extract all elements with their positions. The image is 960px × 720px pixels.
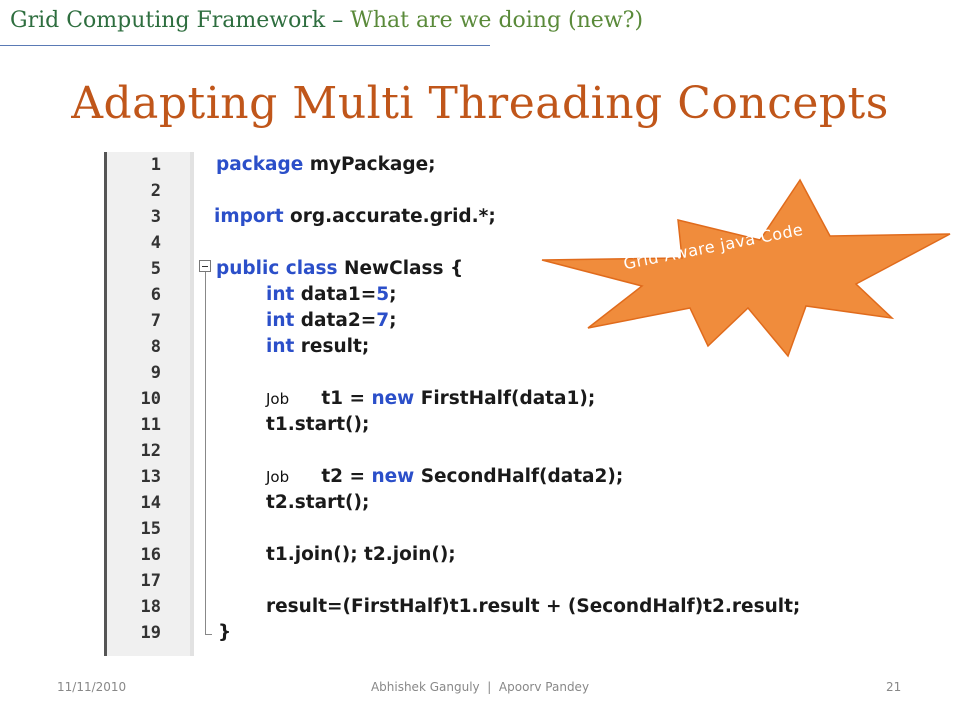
line-number: 6 xyxy=(150,285,161,305)
code-text: SecondHalf(data2); xyxy=(414,466,624,487)
keyword: int xyxy=(266,336,295,357)
line-number: 9 xyxy=(150,363,161,383)
line-number: 7 xyxy=(150,311,161,331)
fold-guide-line xyxy=(205,272,206,634)
line-number: 11 xyxy=(140,415,161,435)
code-line-18: result=(FirstHalf)t1.result + (SecondHal… xyxy=(266,596,801,617)
starburst-polygon xyxy=(541,178,951,358)
code-line-3: import org.accurate.grid.*; xyxy=(214,204,496,230)
job-type-label: Job xyxy=(266,468,290,486)
code-line-11: t1.start(); xyxy=(266,414,370,435)
line-number: 4 xyxy=(150,233,161,253)
line-number: 1 xyxy=(150,155,161,175)
slide-title: Adapting Multi Threading Concepts xyxy=(71,78,889,129)
keyword: package xyxy=(216,154,304,175)
keyword: import xyxy=(214,206,284,227)
code-text: ; xyxy=(389,310,397,331)
code-text: FirstHalf(data1); xyxy=(414,388,596,409)
slide-header: Grid Computing Framework – What are we d… xyxy=(10,8,643,33)
line-number: 17 xyxy=(140,571,161,591)
line-number: 14 xyxy=(140,493,161,513)
code-line-13: Job t2 = new SecondHalf(data2); xyxy=(266,464,623,490)
code-text: data2= xyxy=(294,310,377,331)
line-number: 12 xyxy=(140,441,161,461)
keyword: int xyxy=(266,284,295,305)
code-line-7: int data2=7; xyxy=(266,308,397,334)
code-text: org.accurate.grid.*; xyxy=(283,206,496,227)
line-number: 15 xyxy=(140,519,161,539)
code-line-6: int data1=5; xyxy=(266,282,397,308)
number-literal: 7 xyxy=(376,310,390,331)
footer-page-number: 21 xyxy=(886,680,902,694)
gutter-separator xyxy=(190,152,194,656)
code-text: ; xyxy=(389,284,397,305)
fold-collapse-icon[interactable] xyxy=(199,260,211,272)
code-line-14: t2.start(); xyxy=(266,492,370,513)
line-number: 3 xyxy=(150,207,161,227)
line-number: 2 xyxy=(150,181,161,201)
code-text: NewClass { xyxy=(337,258,464,279)
code-line-16: t1.join(); t2.join(); xyxy=(266,544,456,565)
keyword: int xyxy=(266,310,295,331)
fold-guide-end xyxy=(205,634,212,635)
code-line-5: public class NewClass { xyxy=(216,256,463,282)
job-type-label: Job xyxy=(266,390,290,408)
keyword: new xyxy=(371,388,415,409)
keyword: public class xyxy=(216,258,338,279)
starburst-callout-shape xyxy=(541,178,951,358)
header-divider xyxy=(0,45,490,46)
line-number: 18 xyxy=(140,597,161,617)
line-number: 8 xyxy=(150,337,161,357)
code-text: result; xyxy=(294,336,370,357)
code-text: myPackage; xyxy=(303,154,436,175)
code-editor-screenshot: 1 2 3 4 5 6 7 8 9 10 11 12 13 14 15 16 1… xyxy=(104,152,924,656)
code-line-1: package myPackage; xyxy=(216,152,436,178)
code-text: t2 = xyxy=(289,466,372,487)
code-line-19: } xyxy=(218,622,232,643)
header-title-main: Grid Computing Framework – xyxy=(10,8,351,33)
footer-authors: Abhishek Ganguly | Apoorv Pandey xyxy=(370,680,590,694)
header-title-sub: What are we doing (new?) xyxy=(350,8,644,33)
line-number: 5 xyxy=(150,259,161,279)
code-line-8: int result; xyxy=(266,334,369,360)
code-line-10: Job t1 = new FirstHalf(data1); xyxy=(266,386,595,412)
line-number: 10 xyxy=(140,389,161,409)
code-text: t1 = xyxy=(289,388,372,409)
number-literal: 5 xyxy=(376,284,390,305)
footer-date: 11/11/2010 xyxy=(57,680,127,694)
code-text: data1= xyxy=(294,284,377,305)
line-number: 19 xyxy=(140,623,161,643)
line-number: 13 xyxy=(140,467,161,487)
keyword: new xyxy=(371,466,415,487)
line-number-gutter: 1 2 3 4 5 6 7 8 9 10 11 12 13 14 15 16 1… xyxy=(104,152,190,656)
line-number: 16 xyxy=(140,545,161,565)
